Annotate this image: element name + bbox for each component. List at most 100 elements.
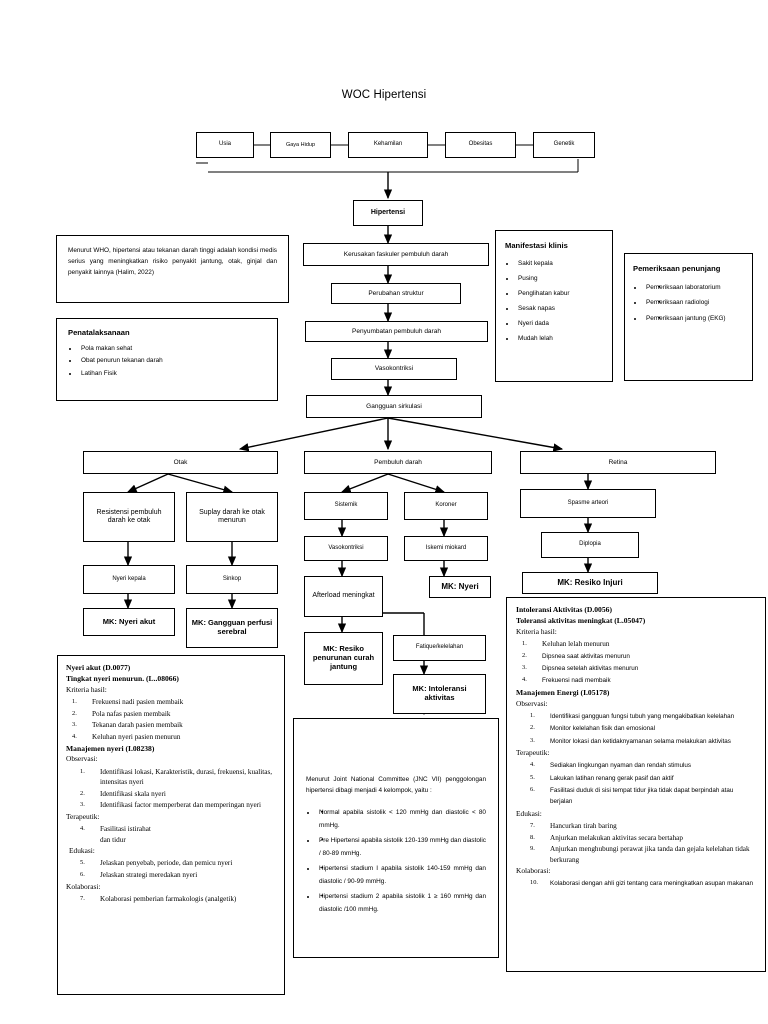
node-label: MK: Resiko Injuri (557, 578, 623, 588)
list-item: Mudah lelah (516, 331, 603, 346)
node-iskemi-miokard[interactable]: Iskemi miokard (404, 536, 488, 561)
node-label: Spasme arteori (567, 499, 609, 506)
penatalaksanaan-title: Penatalaksanaan (68, 328, 130, 337)
node-sistemik[interactable]: Sistemik (304, 492, 388, 520)
criteria-list: 1.Frekuensi nadi pasien membaik 2.Pola n… (66, 697, 276, 742)
outcome-title: Tingkat nyeri menurun. (L..08066) (66, 673, 179, 683)
list-item: Penglihatan kabur (516, 286, 603, 301)
node-nyeri-kepala[interactable]: Nyeri kepala (83, 565, 175, 594)
list-item: Obat penurun tekanan darah (79, 355, 266, 367)
branch-head-pembuluh-darah[interactable]: Pembuluh darah (304, 451, 492, 474)
node-sinkop[interactable]: Sinkop (186, 565, 278, 594)
list-item: 10.Kolaborasi dengan ahli gizi tentang c… (530, 879, 754, 888)
risk-factor-usia[interactable]: Usia (196, 132, 254, 158)
node-koroner[interactable]: Koroner (404, 492, 488, 520)
list-item: 1.Keluhan lelah menurun (522, 639, 610, 648)
list-item: Sesak napas (516, 301, 603, 316)
manifestasi-klinis-panel: Manifestasi klinis Sakit kepala Pusing P… (495, 230, 613, 382)
list-item: 3.Monitor lokasi dan ketidaknyamanan sel… (530, 736, 731, 745)
branch-head-otak[interactable]: Otak (83, 451, 278, 474)
page-title: WOC Hipertensi (341, 89, 427, 101)
node-mk-nyeri-akut[interactable]: MK: Nyeri akut (83, 608, 175, 636)
node-label: Vasokontriksi (328, 544, 364, 551)
list-item: Pemeriksaan radiologi (644, 296, 744, 310)
flow-node-penyumbatan-pembuluh-darah[interactable]: Penyumbatan pembuluh darah (305, 321, 488, 342)
node-mk-resiko-penurunan-curah-jantung[interactable]: MK: Resiko penurunan curah jantung (304, 632, 383, 685)
list-item: 5.Jelaskan penyebab, periode, dan pemicu… (80, 859, 233, 868)
section-label-observasi: Observasi: (66, 754, 98, 764)
who-definition-panel: Menurut WHO, hipertensi atau tekanan dar… (56, 235, 289, 303)
section-label-observasi: Observasi: (516, 698, 548, 708)
node-label: Koroner (435, 502, 457, 509)
penatalaksanaan-list: Pola makan sehat Obat penurun tekanan da… (68, 343, 266, 380)
node-fatique-kelelahan[interactable]: Fatique/kelelahan (393, 635, 486, 661)
flow-node-vasokontriksi[interactable]: Vasokontriksi (331, 358, 457, 380)
jnc-intro-text: Menurut Joint National Committee (JNC VI… (306, 776, 486, 795)
list-item: 9.Anjurkan menghubungi perawat jika tand… (530, 845, 750, 864)
intoleransi-aktivitas-care-plan-panel: Intoleransi Aktivitas (D.0056) Toleransi… (506, 597, 766, 972)
risk-factor-genetik[interactable]: Genetik (533, 132, 595, 158)
list-item: 1.Frekuensi nadi pasien membaik (72, 697, 184, 706)
node-suplay-darah-ke-otak-menurun[interactable]: Suplay darah ke otak menurun (186, 492, 278, 542)
node-label: MK: Nyeri (441, 582, 479, 592)
list-item: 5.Lakukan latihan renang gerak pasif dan… (530, 773, 674, 782)
kolaborasi-list: 7.Kolaborasi pemberian farmakologis (ana… (66, 894, 276, 904)
risk-factor-obesitas[interactable]: Obesitas (445, 132, 516, 158)
node-resistensi-pembuluh-darah-ke-otak[interactable]: Resistensi pembuluh darah ke otak (83, 492, 175, 542)
list-item: Normal apabila sistolik < 120 mmHg dan d… (317, 806, 486, 832)
node-mk-resiko-injuri[interactable]: MK: Resiko Injuri (522, 572, 658, 594)
node-mk-nyeri[interactable]: MK: Nyeri (429, 576, 491, 598)
node-label: Nyeri kepala (112, 575, 146, 582)
list-item: Pemeriksaan laboratorium (644, 281, 744, 295)
flow-node-label: Vasokontriksi (374, 365, 414, 373)
list-item: 2.Monitor kelelahan fisik dan emosional (530, 724, 656, 733)
diagnosis-title: Nyeri akut (D.0077) (66, 663, 131, 672)
flow-node-hipertensi[interactable]: Hipertensi (353, 200, 423, 226)
list-item: 7.Kolaborasi pemberian farmakologis (ana… (80, 895, 237, 904)
manifestasi-list: Sakit kepala Pusing Penglihatan kabur Se… (505, 256, 603, 346)
flow-node-label: Penyumbatan pembuluh darah (352, 327, 441, 335)
risk-factor-kehamilan[interactable]: Kehamilan (348, 132, 428, 158)
node-label: MK: Gangguan perfusi serebral (191, 618, 273, 636)
node-diplopia[interactable]: Diplopia (541, 532, 639, 558)
list-item: 4.Frekuensi nadi membaik (522, 676, 611, 685)
list-item: 3.Tekanan darah pasien membaik (72, 721, 183, 730)
node-spasme-arteori[interactable]: Spasme arteori (520, 489, 656, 518)
list-item: 7.Hancurkan tirah baring (530, 821, 617, 830)
section-label-edukasi: Edukasi: (516, 808, 542, 818)
list-item: 4.Fasilitasi istirahat dan tidur (80, 825, 151, 844)
observasi-list: 1.Identifikasi gangguan fungsi tubuh yan… (516, 711, 756, 747)
branch-label: Pembuluh darah (374, 458, 422, 466)
risk-factor-label: Usia (218, 141, 231, 148)
list-item: Pola makan sehat (79, 343, 266, 355)
list-item: 4.Keluhan nyeri pasien menurun (72, 732, 181, 741)
node-mk-gangguan-perfusi-serebral[interactable]: MK: Gangguan perfusi serebral (186, 608, 278, 648)
branch-head-retina[interactable]: Retina (520, 451, 716, 474)
penunjang-list: Pemeriksaan laboratorium Pemeriksaan rad… (633, 281, 744, 326)
terapeutik-list: 4.Sediakan lingkungan nyaman dan rendah … (516, 760, 756, 807)
node-label: Sinkop (222, 575, 242, 582)
flow-node-perubahan-struktur[interactable]: Perubahan struktur (331, 283, 461, 304)
who-definition-text: Menurut WHO, hipertensi atau tekanan dar… (68, 247, 277, 277)
flow-node-kerusakan-faskuler[interactable]: Kerusakan faskuler pembuluh darah (303, 243, 489, 266)
list-item: 8.Anjurkan melakukan aktivitas secara be… (530, 833, 683, 842)
flow-node-gangguan-sirkulasi[interactable]: Gangguan sirkulasi (306, 395, 482, 418)
list-item: Latihan Fisik (79, 368, 266, 380)
node-label: Sistemik (334, 502, 358, 509)
node-mk-intoleransi-aktivitas[interactable]: MK: Intoleransi aktivitas (393, 674, 486, 714)
outcome-title: Toleransi aktivitas meningkat (L.05047) (516, 615, 646, 625)
node-label: MK: Resiko penurunan curah jantung (312, 644, 375, 671)
observasi-list: 1.Identifikasi lokasi, Karakteristik, du… (66, 767, 276, 811)
node-vasokontriksi-sistemik[interactable]: Vasokontriksi (304, 536, 388, 561)
flow-node-label: Kerusakan faskuler pembuluh darah (343, 250, 449, 258)
criteria-list: 1.Keluhan lelah menurun 2.Dipsnea saat a… (516, 639, 756, 687)
list-item: 6.Jelaskan strategi meredakan nyeri (80, 871, 198, 880)
node-label: Resistensi pembuluh darah ke otak (96, 508, 162, 524)
node-label: Fatique/kelelahan (415, 644, 464, 651)
risk-factor-gaya-hidup[interactable]: Gaya Hidup (270, 132, 331, 158)
node-afterload-meningkat[interactable]: Afterload meningkat (304, 576, 383, 617)
jnc-classification-panel: Menurut Joint National Committee (JNC VI… (293, 718, 499, 958)
risk-factor-label: Kehamilan (373, 141, 403, 148)
